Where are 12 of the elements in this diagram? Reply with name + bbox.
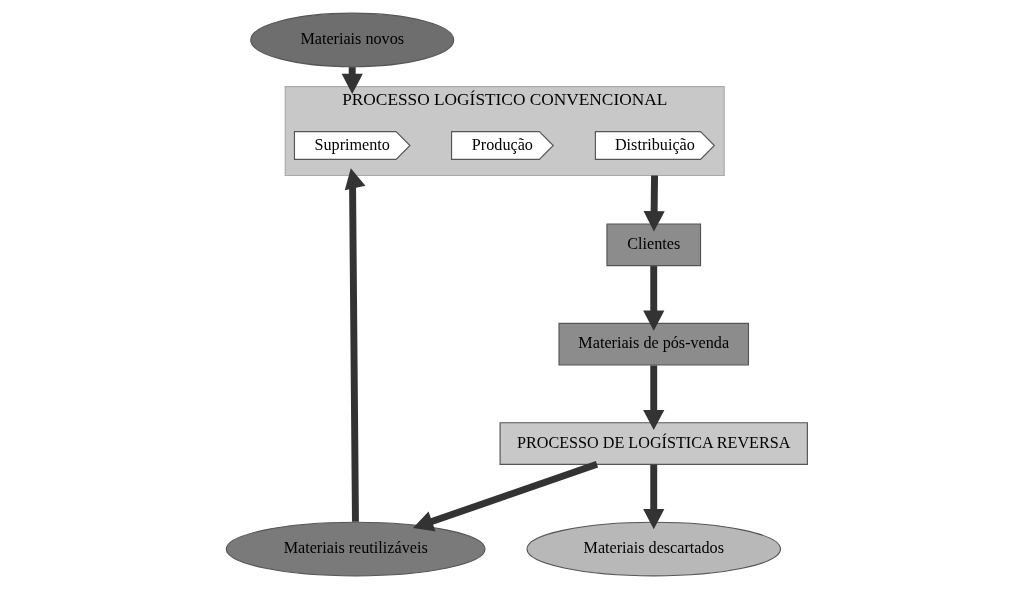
node-ellipse: Materiais descartados bbox=[526, 521, 782, 577]
arrow bbox=[344, 168, 366, 522]
arrow bbox=[643, 464, 665, 530]
arrow bbox=[643, 175, 665, 232]
node-ellipse: Materiais novos bbox=[250, 12, 455, 68]
node-box: Materiais de pós-venda bbox=[558, 322, 750, 366]
arrow bbox=[643, 365, 665, 431]
arrow bbox=[412, 461, 599, 532]
arrow bbox=[643, 266, 665, 331]
node-box: Clientes bbox=[606, 223, 702, 267]
node-ellipse: Materiais reutilizáveis bbox=[225, 521, 486, 577]
node-box: PROCESSO DE LOGÍSTICA REVERSA bbox=[499, 422, 808, 465]
